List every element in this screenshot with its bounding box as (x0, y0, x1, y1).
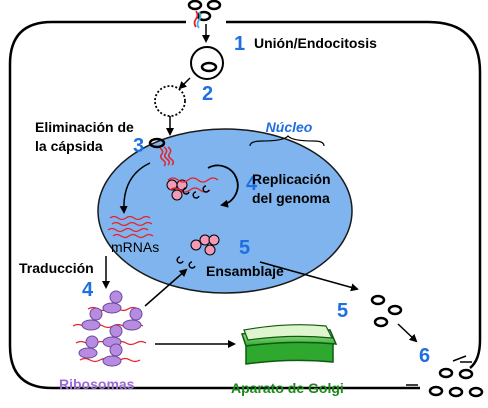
golgi-label: Aparato de Golgi (231, 380, 344, 396)
arrow-to-release (397, 323, 418, 343)
mrna-strands (107, 215, 154, 239)
arrow-to-mrnas (119, 162, 151, 214)
step3-number: 3 (133, 135, 144, 157)
step4-nucleus-number: 4 (246, 173, 258, 195)
uncoating-capsid (148, 137, 175, 167)
virus-binding (187, 0, 222, 29)
budding-site (406, 355, 472, 386)
endosome-dissolving (154, 85, 186, 117)
golgi-apparatus (241, 324, 338, 365)
step5-nucleus-number: 5 (239, 237, 250, 259)
mature-virions (370, 294, 403, 328)
step6-number: 6 (419, 345, 430, 367)
nucleus (97, 128, 353, 294)
ribosomes-label: Ribosomas (59, 376, 135, 392)
endosome (190, 46, 224, 80)
released-virions (428, 367, 484, 398)
step3-label-line1: Eliminación de (35, 119, 134, 135)
nucleus-label: Núcleo (266, 119, 313, 135)
step3-label-line2: la cápsida (35, 138, 103, 154)
step4-translation-number: 4 (82, 279, 94, 301)
assembly-cluster (176, 234, 220, 269)
ribosome-cluster (72, 290, 147, 367)
arrow-assembly-to-exit (259, 261, 359, 292)
step5-nucleus-label: Ensamblaje (206, 263, 284, 279)
step4-nucleus-label-line2: del genoma (252, 190, 330, 206)
step1-number: 1 (234, 33, 245, 55)
nucleus-bracket (249, 135, 325, 147)
step4-nucleus-label-line1: Replicación (252, 171, 331, 187)
step5-exit-number: 5 (337, 300, 348, 322)
replication-cycle (166, 164, 239, 208)
step2-number: 2 (202, 83, 213, 105)
step1-label: Unión/Endocitosis (254, 35, 377, 51)
cell-membrane (8, 20, 482, 390)
arrow-ribosome-to-nucleus (144, 268, 188, 307)
translation-label: Traducción (19, 260, 94, 276)
mrnas-label: mRNAs (111, 239, 159, 255)
arrow-step2 (178, 77, 191, 90)
